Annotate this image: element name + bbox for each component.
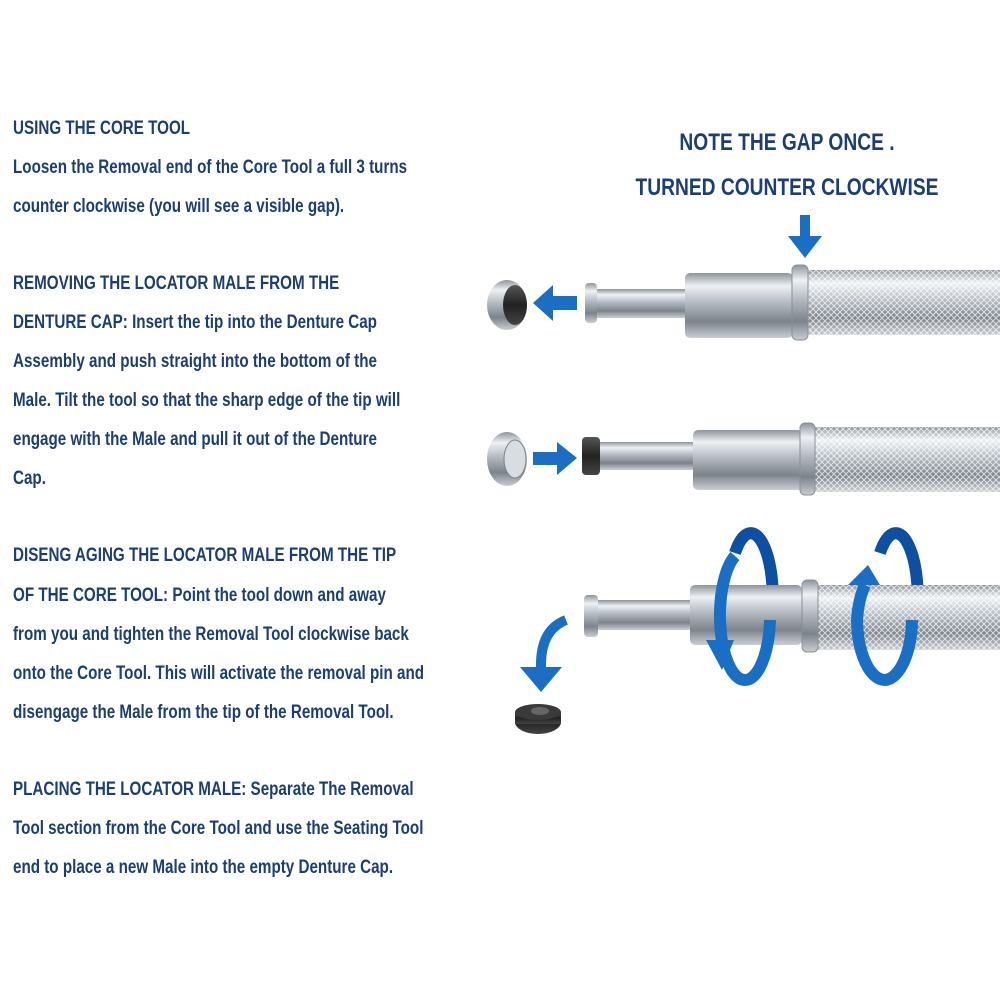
text-line: OF THE CORE TOOL: Point the tool down an…: [13, 585, 386, 606]
section-heading: USING THE CORE TOOL: [13, 118, 191, 139]
locator-male-icon: [515, 704, 561, 734]
text-line: engage with the Male and pull it out of …: [13, 429, 377, 450]
callout-counter-clockwise: TURNED COUNTER CLOCKWISE: [635, 174, 939, 201]
text-line: Tool section from the Core Tool and use …: [13, 818, 424, 839]
denture-cap-icon: [487, 280, 527, 330]
tool-2-male-attached: [487, 422, 1000, 496]
text-line: disengage the Male from the tip of the R…: [13, 702, 394, 723]
text-line: Male. Tilt the tool so that the sharp ed…: [13, 390, 401, 411]
rotate-counterclockwise-icon: [850, 582, 918, 687]
section-heading: DISENG AGING THE LOCATOR MALE FROM THE T…: [13, 545, 397, 566]
curved-arrow-down-icon: [535, 615, 569, 669]
text-line: Loosen the Removal end of the Core Tool …: [13, 157, 408, 178]
section-heading: PLACING THE LOCATOR MALE: Separate The R…: [13, 779, 414, 800]
text-line: onto the Core Tool. This will activate t…: [13, 663, 425, 684]
text-line: counter clockwise (you will see a visibl…: [13, 196, 345, 217]
text-line: end to place a new Male into the empty D…: [13, 857, 394, 878]
arrow-left-icon: [533, 285, 577, 321]
tool-3-tightened: [515, 527, 1000, 734]
text-line: Assembly and push straight into the bott…: [13, 351, 377, 372]
section-heading: REMOVING THE LOCATOR MALE FROM THE: [13, 273, 340, 294]
arrow-down-icon: [788, 215, 822, 258]
text-line: DENTURE CAP: Insert the tip into the Den…: [13, 312, 377, 333]
text-line: Cap.: [13, 468, 46, 489]
arrow-right-icon: [533, 442, 577, 475]
denture-cap-icon: [487, 432, 527, 486]
text-line: from you and tighten the Removal Tool cl…: [13, 624, 409, 645]
rotate-clockwise-icon: [713, 552, 776, 687]
callout-note-gap: NOTE THE GAP ONCE .: [679, 129, 895, 156]
tool-1-gap-open: [487, 215, 1000, 341]
